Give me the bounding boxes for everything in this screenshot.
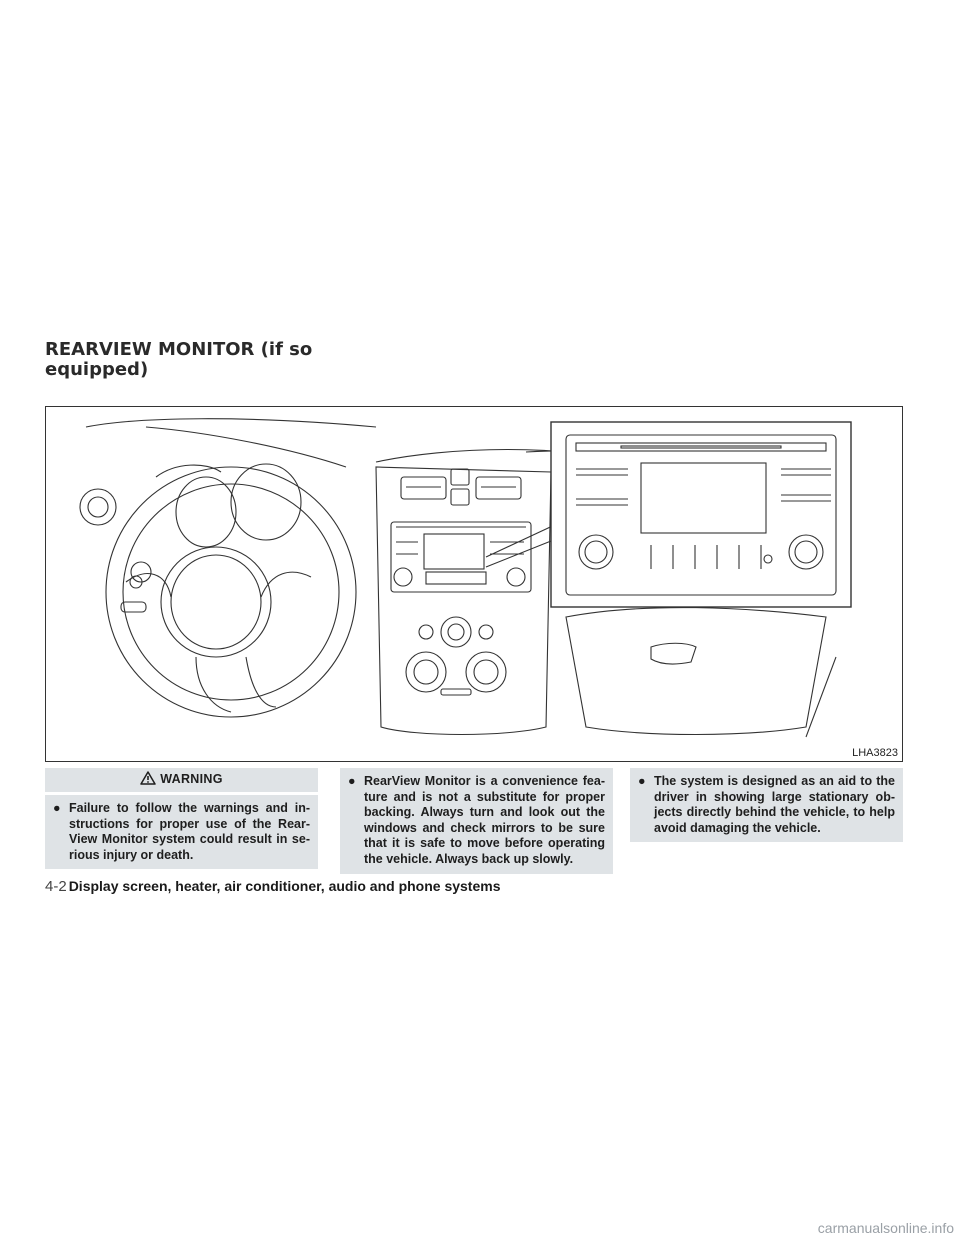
page-footer: 4-2 Display screen, heater, air conditio… — [45, 878, 501, 895]
warning-item-text: Failure to follow the warnings and in-st… — [69, 801, 310, 862]
warning-item-text: The system is designed as an aid to the … — [654, 774, 895, 835]
warning-item-box: ● RearView Monitor is a convenience fea-… — [340, 768, 613, 874]
warning-heading: WARNING — [45, 768, 318, 792]
watermark-link[interactable]: carmanualsonline.info — [817, 1220, 954, 1236]
page-number: 4-2 — [45, 878, 67, 895]
figure-id: LHA3823 — [852, 747, 898, 759]
dashboard-illustration — [79, 418, 852, 738]
warning-item: ● RearView Monitor is a convenience fea-… — [348, 774, 605, 868]
warning-item: ● Failure to follow the warnings and in-… — [53, 801, 310, 863]
warning-item: ● The system is designed as an aid to th… — [638, 774, 895, 836]
warning-item-text: RearView Monitor is a convenience fea-tu… — [364, 774, 605, 866]
section-title: REARVIEW MONITOR (if so equipped) — [45, 339, 313, 380]
warning-item-box: ● Failure to follow the warnings and in-… — [45, 795, 318, 870]
chapter-title: Display screen, heater, air conditioner,… — [68, 878, 501, 894]
bullet-icon: ● — [53, 801, 61, 815]
warning-column-1: WARNING ● Failure to follow the warnings… — [45, 768, 318, 870]
warning-item-box: ● The system is designed as an aid to th… — [630, 768, 903, 843]
warning-heading-text: WARNING — [160, 772, 223, 787]
warning-triangle-icon — [140, 770, 156, 790]
warning-column-3: ● The system is designed as an aid to th… — [630, 768, 903, 843]
bullet-icon: ● — [638, 774, 646, 788]
dashboard-figure: LHA3823 — [45, 406, 903, 762]
warning-column-2: ● RearView Monitor is a convenience fea-… — [340, 768, 613, 874]
bullet-icon: ● — [348, 774, 356, 788]
